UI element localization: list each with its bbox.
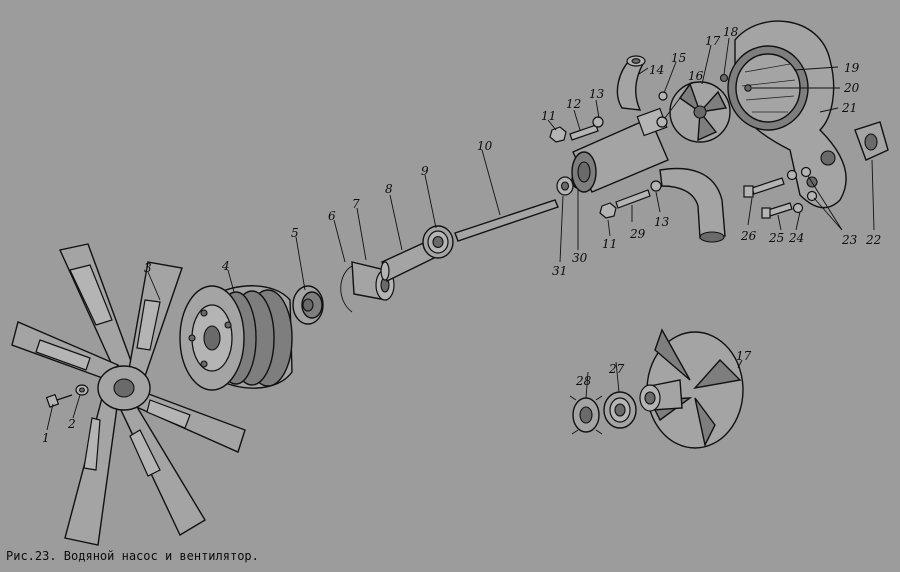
stud-12 (569, 124, 599, 141)
label-13-lower: 13 (654, 215, 670, 229)
label-8: 8 (385, 182, 393, 196)
fan (11, 243, 246, 546)
lock-ring-28 (569, 395, 603, 435)
nut-16 (656, 116, 668, 128)
label-22: 22 (865, 233, 881, 247)
inlet-fitting-14 (616, 55, 646, 111)
label-27: 27 (608, 362, 625, 376)
washer-13-lower (650, 180, 662, 192)
pulley-bore (203, 325, 221, 351)
label-30: 30 (572, 251, 588, 265)
label-6: 6 (328, 209, 336, 223)
pulley (179, 285, 293, 391)
hub-5 (292, 285, 324, 325)
label-1: 1 (42, 431, 50, 445)
label-10: 10 (477, 139, 493, 153)
label-29: 29 (629, 227, 646, 241)
bearing-9 (422, 225, 454, 259)
bolt-1 (45, 393, 73, 408)
bolt-25 (767, 202, 793, 217)
washer-24 (792, 202, 804, 214)
pump-housing (571, 107, 726, 243)
fan-blade (127, 261, 183, 387)
label-2: 2 (67, 417, 76, 431)
impeller-17-detail (639, 328, 744, 449)
pin-20 (744, 84, 752, 92)
figure-caption: Рис.23. Водяной насос и вентилятор. (6, 549, 259, 563)
label-11: 11 (541, 109, 556, 123)
label-20: 20 (843, 81, 860, 95)
stud-29 (615, 189, 651, 209)
callouts: 1 2 3 4 5 6 7 8 9 10 11 12 13 14 15 16 1… (42, 25, 881, 445)
label-7: 7 (352, 197, 360, 211)
bolt-26 (751, 177, 785, 195)
label-19: 19 (844, 61, 860, 75)
nut-11 (549, 126, 567, 143)
label-4: 4 (221, 259, 230, 273)
label-13: 13 (589, 87, 605, 101)
washer-23 (786, 169, 798, 181)
washer-13 (592, 116, 604, 128)
label-17: 17 (705, 34, 721, 48)
outlet-pipe (659, 167, 726, 239)
gasket-22 (854, 121, 889, 161)
label-16: 16 (688, 69, 704, 83)
leaders (46, 37, 875, 431)
label-21: 21 (841, 101, 857, 115)
label-9: 9 (421, 164, 429, 178)
nut-15 (658, 91, 668, 101)
label-23: 23 (841, 233, 858, 247)
pump-cover (719, 20, 847, 209)
label-12: 12 (566, 97, 581, 111)
fan-hub-bore (113, 378, 135, 398)
label-14: 14 (649, 63, 664, 77)
fan-blade (11, 321, 120, 381)
label-5: 5 (291, 226, 299, 240)
shaft-10 (454, 199, 559, 242)
impeller-17 (669, 81, 731, 143)
bearing-27 (603, 391, 637, 429)
label-11-lower: 11 (602, 237, 617, 251)
label-15: 15 (671, 51, 686, 65)
label-26: 26 (740, 229, 757, 243)
mount-hole (820, 150, 836, 166)
label-17-lower: 17 (736, 349, 752, 363)
label-3: 3 (144, 261, 152, 275)
nut-11-lower (599, 202, 617, 219)
label-25: 25 (768, 231, 784, 245)
bolt-18 (719, 73, 729, 83)
label-31: 31 (552, 264, 567, 278)
label-18: 18 (723, 25, 739, 39)
label-28: 28 (575, 374, 592, 388)
label-24: 24 (788, 231, 804, 245)
